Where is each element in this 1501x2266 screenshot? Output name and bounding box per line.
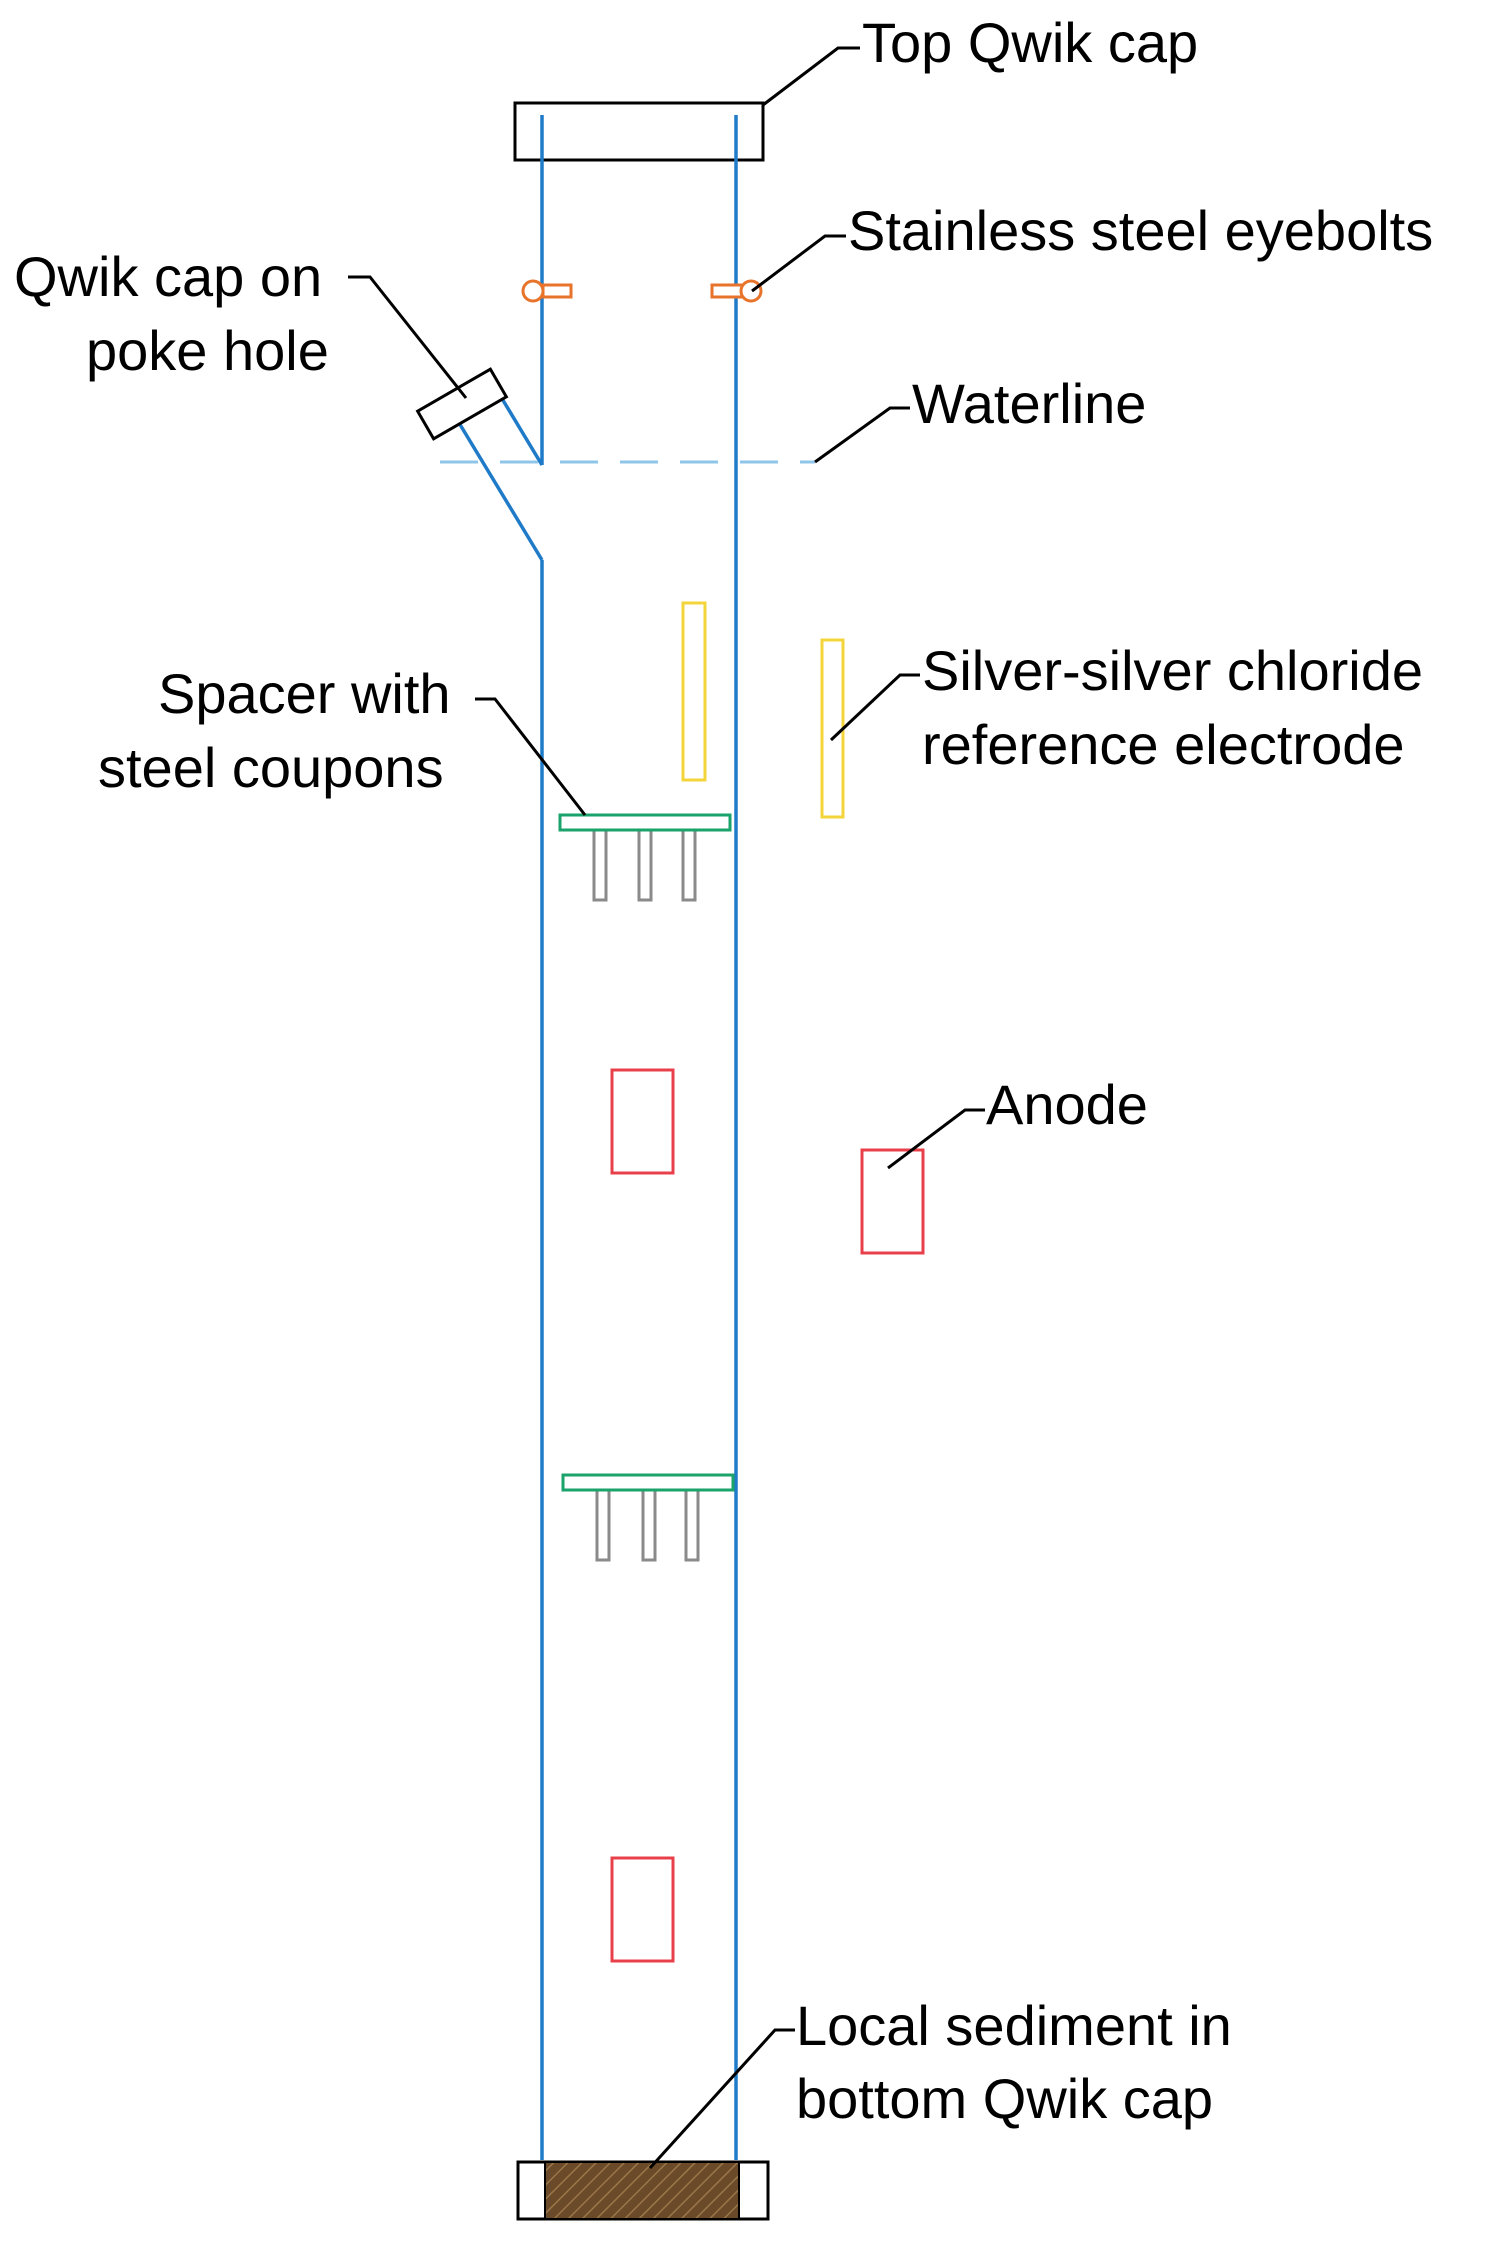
label-waterline: Waterline: [912, 372, 1146, 435]
coupon: [684, 1488, 700, 1562]
leader-spacer: [475, 697, 587, 816]
label-poke-cap-line2: poke hole: [86, 319, 329, 382]
leader-poke-cap: [348, 275, 468, 399]
local-sediment: [544, 2161, 740, 2220]
label-eyebolts: Stainless steel eyebolts: [848, 199, 1433, 262]
coupon: [681, 828, 697, 902]
label-top-cap: Top Qwik cap: [862, 11, 1198, 74]
eyebolt-left-shank: [541, 283, 573, 299]
coupon: [592, 828, 608, 902]
anode-lower: [610, 1856, 675, 1963]
poke-hole-qwik-cap: [415, 367, 509, 441]
coupon: [595, 1488, 611, 1562]
leader-waterline: [814, 406, 910, 464]
label-poke-cap-line1: Qwik cap on: [14, 245, 322, 308]
label-anode: Anode: [986, 1073, 1148, 1136]
label-spacer-line1: Spacer with: [158, 662, 451, 725]
poke-hole-branch-outer: [448, 407, 544, 561]
reference-electrode-detail: [820, 638, 845, 819]
label-sediment-line1: Local sediment in: [796, 1994, 1232, 2057]
label-sediment-line2: bottom Qwik cap: [796, 2067, 1213, 2130]
leader-eyebolts: [751, 234, 846, 293]
leader-sediment: [648, 2028, 795, 2170]
top-qwik-cap: [513, 101, 765, 162]
coupon: [637, 828, 653, 902]
spacer-with-coupons-lower: [561, 1473, 735, 1562]
anode-upper: [610, 1068, 675, 1175]
coupon: [641, 1488, 657, 1562]
anode-detail: [860, 1148, 925, 1255]
label-ref-electrode-line1: Silver-silver chloride: [922, 639, 1423, 702]
label-spacer-line2: steel coupons: [98, 736, 444, 799]
leader-ref-electrode: [829, 673, 920, 742]
pipe-column: [448, 115, 738, 2160]
leader-top-cap: [762, 46, 860, 107]
label-ref-electrode-line2: reference electrode: [922, 713, 1405, 776]
eyebolt-right-eye: [739, 279, 763, 303]
spacer-bar: [558, 813, 732, 832]
leader-anode: [887, 1108, 985, 1170]
spacer-bar: [561, 1473, 735, 1492]
reference-electrode-inside: [681, 601, 707, 782]
eyebolt-left: [521, 279, 573, 303]
spacer-with-coupons-upper: [558, 813, 732, 902]
eyebolt-left-eye: [521, 279, 545, 303]
